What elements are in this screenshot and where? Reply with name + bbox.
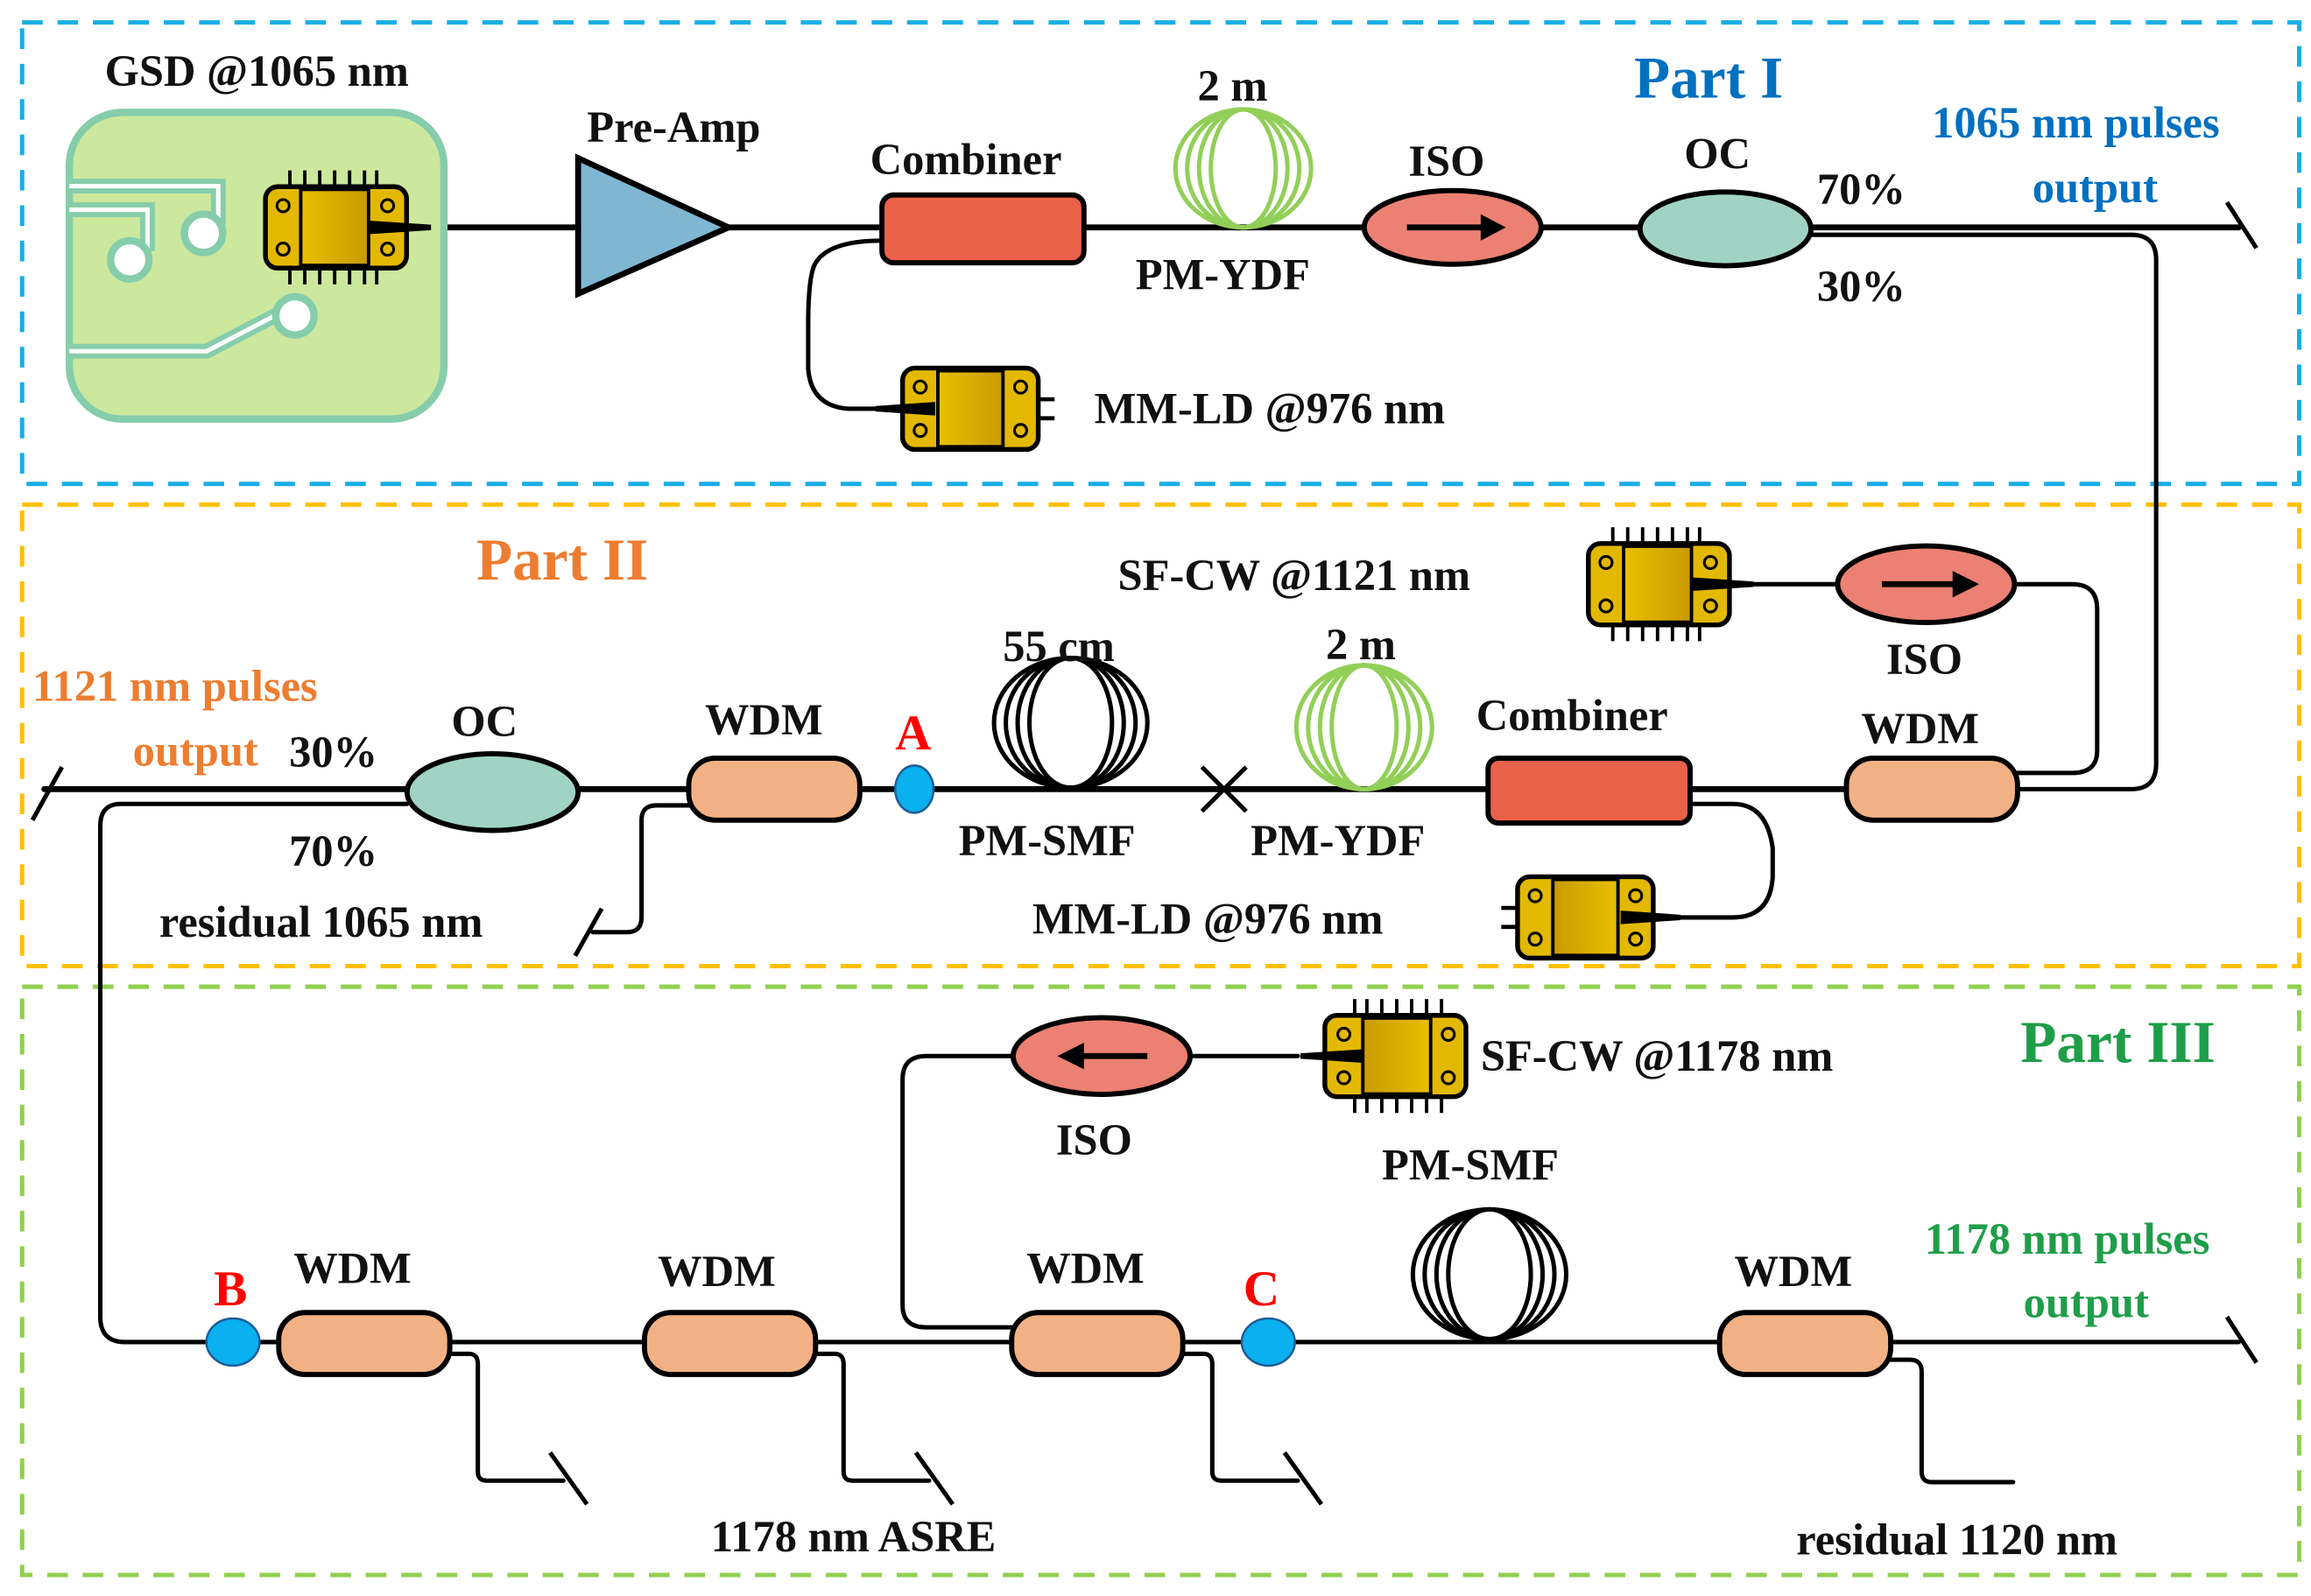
combiner2-label: Combiner bbox=[1476, 691, 1668, 740]
residual-1120-label: residual 1120 nm bbox=[1796, 1515, 2117, 1564]
part2-border bbox=[19, 502, 2302, 969]
iso1-icon bbox=[1361, 187, 1544, 267]
residual-1065-label: residual 1065 nm bbox=[159, 897, 483, 946]
oc2-30-label: 30% bbox=[289, 728, 377, 777]
wdm-part3-3-icon bbox=[1009, 1310, 1186, 1377]
combiner2-icon bbox=[1485, 756, 1693, 826]
pump-diode2-icon bbox=[1501, 876, 1680, 958]
fiber-end-drop2 bbox=[913, 1451, 955, 1506]
output-1121-line2: output bbox=[133, 726, 258, 775]
wdm-part2-left-icon bbox=[686, 756, 863, 823]
smf1-label: PM-SMF bbox=[959, 816, 1136, 865]
combiner1-label: Combiner bbox=[870, 135, 1062, 184]
oc1-30-label: 30% bbox=[1817, 262, 1906, 311]
fiber-drop-wdm2 bbox=[813, 1351, 932, 1483]
output-1178-line2: output bbox=[2024, 1277, 2149, 1326]
fiber-end-drop1 bbox=[548, 1451, 589, 1506]
output-1065-line1: 1065 nm pulses bbox=[1932, 98, 2219, 147]
seed1178-label: SF-CW @1178 nm bbox=[1481, 1031, 1834, 1080]
pump1-label: MM-LD @976 nm bbox=[1095, 384, 1446, 433]
iso3-label: ISO bbox=[1056, 1115, 1132, 1164]
wdm-part2-right-icon bbox=[1843, 756, 2020, 823]
combiner1-icon bbox=[879, 192, 1087, 266]
fiber-end-1121-output bbox=[30, 765, 64, 821]
wdm2-left-label: WDM bbox=[705, 695, 823, 744]
splice-mark bbox=[1200, 765, 1248, 813]
fiber-oc-70-loop bbox=[97, 801, 410, 1345]
ydf1-length-label: 2 m bbox=[1197, 61, 1267, 110]
fiber-iso-wdm3 bbox=[900, 1053, 1018, 1330]
iso2-icon bbox=[1835, 543, 2018, 626]
part2-title: Part II bbox=[476, 527, 648, 593]
point-b-label: B bbox=[214, 1262, 247, 1317]
fiber-end-1065-output bbox=[2224, 200, 2258, 250]
seed1121-label: SF-CW @1121 nm bbox=[1118, 551, 1471, 600]
asre-label: 1178 nm ASRE bbox=[711, 1512, 997, 1561]
iso2-label: ISO bbox=[1886, 635, 1962, 684]
point-b-marker bbox=[205, 1317, 261, 1367]
oc1-70-label: 70% bbox=[1817, 165, 1906, 214]
wdm-part3-2-icon bbox=[642, 1310, 819, 1377]
fiber-part2-pump bbox=[1664, 801, 1775, 920]
fiber-end-residual-1065 bbox=[573, 907, 604, 957]
fiber-iso-wdm bbox=[2012, 581, 2100, 776]
ydf-coil2-icon bbox=[1296, 665, 1432, 789]
smf-coil2-icon bbox=[1413, 1209, 1566, 1339]
fiber-part1-pump bbox=[806, 238, 887, 411]
ydf2-length-label: 2 m bbox=[1326, 620, 1396, 669]
gsd-label: GSD @1065 nm bbox=[105, 46, 409, 95]
iso1-label: ISO bbox=[1408, 137, 1484, 186]
part1-border bbox=[19, 20, 2302, 487]
preamp-label: Pre-Amp bbox=[587, 102, 760, 151]
preamp-icon bbox=[574, 153, 736, 299]
point-c-marker bbox=[1240, 1317, 1296, 1367]
wdm2-right-label: WDM bbox=[1861, 704, 1979, 753]
pump-diode1-icon bbox=[876, 368, 1055, 449]
oc1-label: OC bbox=[1684, 129, 1751, 178]
fiber-end-drop3 bbox=[1282, 1451, 1324, 1506]
oc2-label: OC bbox=[451, 697, 518, 746]
ydf1-label: PM-YDF bbox=[1136, 250, 1310, 299]
wdm3-3-label: WDM bbox=[1026, 1244, 1145, 1293]
smf2-label: PM-SMF bbox=[1382, 1141, 1559, 1190]
fiber-oc-30-branch bbox=[1808, 232, 2159, 791]
fiber-drop-wdm3 bbox=[1181, 1351, 1300, 1483]
point-a-label: A bbox=[895, 706, 931, 761]
point-a-marker bbox=[893, 764, 935, 814]
oc2-icon bbox=[404, 751, 581, 833]
point-c-label: C bbox=[1244, 1262, 1279, 1317]
wdm3-4-label: WDM bbox=[1735, 1247, 1853, 1296]
fiber-drop-wdm1 bbox=[447, 1351, 566, 1483]
smf1-length-label: 55 cm bbox=[1003, 622, 1115, 671]
seed-laser-1178-icon bbox=[1300, 999, 1466, 1113]
oc2-70-label: 70% bbox=[289, 826, 377, 875]
part3-border bbox=[19, 984, 2302, 1578]
wdm3-1-label: WDM bbox=[293, 1244, 412, 1293]
part3-title: Part III bbox=[2020, 1009, 2216, 1075]
smf-coil1-icon bbox=[994, 658, 1147, 788]
wdm-part3-4-icon bbox=[1716, 1310, 1893, 1377]
fiber-end-1178-output bbox=[2224, 1315, 2258, 1364]
ydf-coil1-icon bbox=[1175, 109, 1311, 228]
pump2-label: MM-LD @976 nm bbox=[1032, 894, 1384, 943]
output-1121-line1: 1121 nm pulses bbox=[32, 661, 318, 710]
ydf2-label: PM-YDF bbox=[1251, 816, 1425, 865]
output-1065-line2: output bbox=[2033, 163, 2158, 212]
iso3-icon bbox=[1011, 1015, 1194, 1097]
wdm3-2-label: WDM bbox=[658, 1247, 776, 1296]
oc1-icon bbox=[1637, 189, 1814, 269]
fiber-residual-1065 bbox=[590, 803, 693, 935]
seed-laser-1121-icon bbox=[1589, 527, 1754, 641]
fiber-drop-wdm4 bbox=[1888, 1357, 2016, 1485]
wdm-part3-1-icon bbox=[276, 1310, 453, 1377]
output-1178-line1: 1178 nm pulses bbox=[1925, 1214, 2210, 1263]
part1-title: Part I bbox=[1634, 46, 1783, 111]
